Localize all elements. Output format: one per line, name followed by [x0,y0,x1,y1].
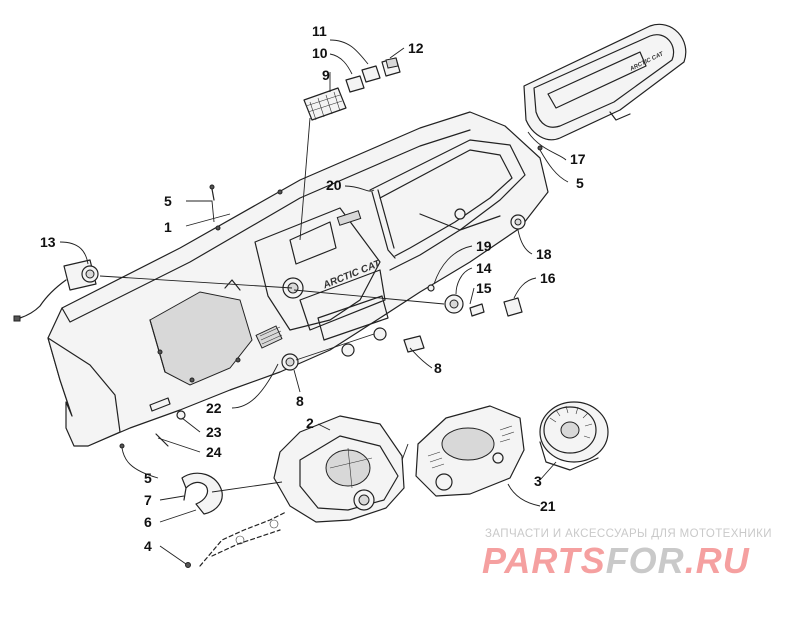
callout-5-top: 5 [164,193,172,209]
gauge-faceplate [415,405,525,497]
watermark-logo-for: FOR [605,540,685,581]
bracket-dashed [199,511,287,567]
callout-16: 16 [540,270,556,286]
key-switch [13,259,99,322]
callout-22: 22 [206,400,222,416]
switch-block [303,57,401,121]
callout-23: 23 [206,424,222,440]
callout-5-bottom: 5 [144,470,152,486]
dashboard-panel: ARCTIC CAT [47,111,549,447]
callout-10: 10 [312,45,328,61]
watermark-logo-ru: .RU [684,540,750,581]
glovebox-cover: ARCTIC CAT [523,23,687,141]
callout-20: 20 [326,177,342,193]
callout-6: 6 [144,514,152,530]
leader-lines [59,39,569,565]
callout-12: 12 [408,40,424,56]
callout-11: 11 [312,23,327,39]
callout-4: 4 [144,538,152,554]
callout-14: 14 [476,260,492,276]
callout-17: 17 [570,151,586,167]
watermark-caption: ЗАПЧАСТИ И АКСЕССУАРЫ ДЛЯ МОТОТЕХНИКИ [485,528,772,540]
callout-15: 15 [476,280,492,296]
callout-8-left: 8 [296,393,304,409]
callout-19: 19 [476,238,492,254]
callout-5-right: 5 [576,175,584,191]
callout-24: 24 [206,444,222,460]
trim-ring [181,472,223,515]
speedometer-gauge [539,401,609,471]
small-components [119,145,543,568]
callout-21: 21 [540,498,556,514]
watermark-logo-parts: PARTS [482,540,606,581]
callout-8-right: 8 [434,360,442,376]
callout-7: 7 [144,492,152,508]
callout-3: 3 [534,473,542,489]
watermark-logo: PARTSFOR.RU [482,540,750,582]
callout-labels: 11 10 9 12 13 5 1 20 17 5 18 19 14 16 15… [40,23,586,554]
callout-18: 18 [536,246,552,262]
callout-2: 2 [306,415,314,431]
instrument-bezel [273,415,405,523]
callout-9: 9 [322,67,330,83]
callout-13: 13 [40,234,56,250]
callout-1: 1 [164,219,172,235]
